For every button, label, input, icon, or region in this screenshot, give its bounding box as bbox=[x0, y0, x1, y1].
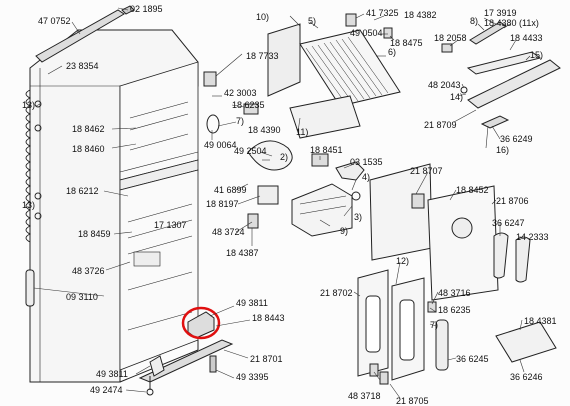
label-21-8702: 21 8702 bbox=[320, 288, 353, 298]
highlight-circle bbox=[181, 306, 221, 340]
label-49-3395: 49 3395 bbox=[236, 372, 269, 382]
label-18-8197: 18 8197 bbox=[206, 199, 239, 209]
label-16: 16) bbox=[496, 145, 510, 155]
label-10: 10) bbox=[256, 12, 270, 22]
door-bins bbox=[357, 232, 557, 385]
label-18-4390: 18 4390 bbox=[248, 125, 281, 135]
label-17-1307: 17 1307 bbox=[154, 220, 187, 230]
label-14-2333: 14 2333 bbox=[516, 232, 549, 242]
label-18-8459: 18 8459 bbox=[78, 229, 111, 239]
label-18-8443: 18 8443 bbox=[252, 313, 285, 323]
label-18-4381: 18 4381 bbox=[524, 316, 557, 326]
label-8: 8) bbox=[470, 16, 479, 26]
label-4: 4) bbox=[362, 172, 371, 182]
door-handle-strip bbox=[441, 21, 561, 129]
label-36-6249: 36 6249 bbox=[500, 134, 533, 144]
label-3: 3) bbox=[354, 212, 363, 222]
label-18-4387: 18 4387 bbox=[226, 248, 259, 258]
label-18-8475: 18 8475 bbox=[390, 38, 423, 48]
label-49-0504: 49 0504 bbox=[350, 28, 383, 38]
label-18-6212: 18 6212 bbox=[66, 186, 99, 196]
label-48-3716: 48 3716 bbox=[438, 288, 471, 298]
label-21-8709: 21 8709 bbox=[424, 120, 457, 130]
label-18-4382: 18 4382 bbox=[404, 10, 437, 20]
label-21-8701: 21 8701 bbox=[250, 354, 283, 364]
label-21-8706: 21 8706 bbox=[496, 196, 529, 206]
label-7-top: 7) bbox=[236, 116, 245, 126]
label-17-3919: 17 3919 bbox=[484, 8, 517, 18]
label-2-upper: 2) bbox=[280, 152, 289, 162]
label-11: 11) bbox=[296, 127, 309, 137]
label-14: 14) bbox=[450, 92, 464, 102]
condenser-coil bbox=[25, 89, 42, 243]
evaporator bbox=[267, 13, 401, 139]
label-5: 5) bbox=[308, 16, 317, 26]
label-18-8460: 18 8460 bbox=[72, 144, 105, 154]
label-48-3718: 48 3718 bbox=[348, 391, 381, 401]
label-15: 15) bbox=[530, 50, 544, 60]
label-18-4433: 18 4433 bbox=[510, 33, 543, 43]
label-13-b: 13) bbox=[22, 200, 36, 210]
door-panel bbox=[369, 163, 499, 301]
label-36-6246: 36 6246 bbox=[510, 372, 543, 382]
label-21-8705: 21 8705 bbox=[396, 396, 429, 406]
label-49-3811-left: 49 3811 bbox=[96, 369, 128, 379]
label-36-6247: 36 6247 bbox=[492, 218, 525, 228]
label-23-8354: 23 8354 bbox=[66, 61, 99, 71]
label-18-6235-top: 18 6235 bbox=[232, 100, 265, 110]
label-48-3726: 48 3726 bbox=[72, 266, 105, 276]
label-13-a: 13) bbox=[22, 100, 36, 110]
label-18-7733: 18 7733 bbox=[246, 51, 279, 61]
label-49-3811-right: 49 3811 bbox=[236, 298, 268, 308]
leader-lines bbox=[33, 7, 531, 399]
label-47-0752: 47 0752 bbox=[38, 16, 71, 26]
label-42-3003: 42 3003 bbox=[224, 88, 257, 98]
label-03-1535: 03 1535 bbox=[350, 157, 383, 167]
label-18-8462: 18 8462 bbox=[72, 124, 105, 134]
label-41-7325: 41 7325 bbox=[366, 8, 399, 18]
label-12: 12) bbox=[396, 256, 410, 266]
label-02-1895: 02 1895 bbox=[130, 4, 163, 14]
label-09-3110: 09 3110 bbox=[66, 292, 98, 302]
label-21-8707: 21 8707 bbox=[410, 166, 443, 176]
label-18-8452: 18 8452 bbox=[456, 185, 489, 195]
label-18-4380-11x: 18 4380 (11x) bbox=[484, 18, 539, 28]
fridge-cabinet bbox=[29, 29, 199, 383]
label-49-2504: 49 2504 bbox=[234, 146, 267, 156]
label-48-2043: 48 2043 bbox=[428, 80, 461, 90]
label-49-0064: 49 0064 bbox=[204, 140, 237, 150]
label-41-6899: 41 6899 bbox=[214, 185, 247, 195]
top-trim-strip bbox=[35, 9, 125, 63]
label-7-bottom: 7) bbox=[430, 320, 439, 330]
label-48-3724: 48 3724 bbox=[212, 227, 245, 237]
label-18-6235-bottom: 18 6235 bbox=[438, 305, 471, 315]
label-18-8451: 18 8451 bbox=[310, 145, 343, 155]
thermostat-assembly bbox=[291, 153, 365, 237]
drier-filter bbox=[25, 269, 35, 307]
kickplate bbox=[138, 339, 234, 396]
label-18-2058: 18 2058 bbox=[434, 33, 467, 43]
label-49-2474: 49 2474 bbox=[90, 385, 123, 395]
label-6: 6) bbox=[388, 47, 397, 57]
label-36-6245: 36 6245 bbox=[456, 354, 489, 364]
label-9: 9) bbox=[340, 226, 349, 236]
